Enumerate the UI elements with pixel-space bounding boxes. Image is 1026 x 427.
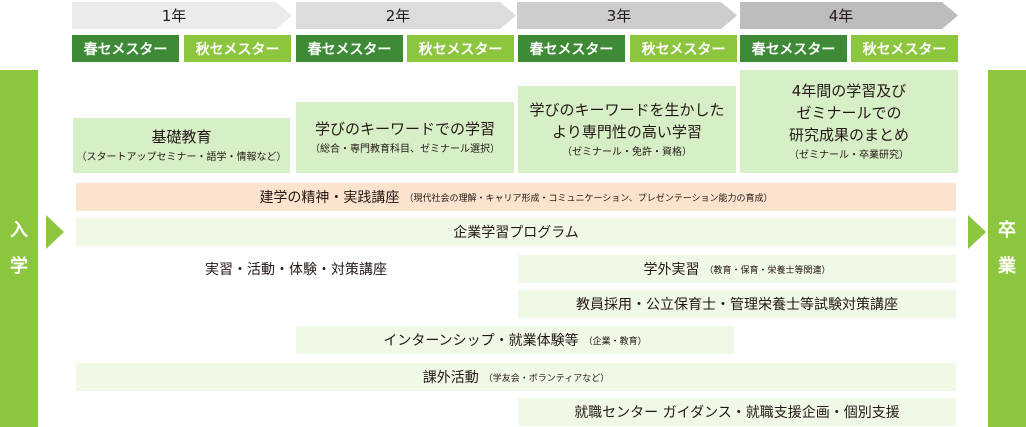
year-1-label: 1年: [161, 7, 187, 25]
internship-bar: インターンシップ・就業体験等 （企業・教育）: [296, 326, 734, 354]
stage-4-title-line-3: 研究成果のまとめ: [788, 126, 909, 144]
internship-title: インターンシップ・就業体験等: [383, 333, 579, 349]
stage-1-detail: （スタートアップセミナー・語学・情報など）: [76, 152, 287, 163]
stage-2-detail: （総合・専門教育科目、ゼミナール選択）: [310, 144, 500, 155]
graduation-char-2: 業: [998, 255, 1016, 277]
graduation-arrow-icon: [968, 215, 986, 249]
founding-spirit-course-bar: 建学の精神・実践講座 （現代社会の理解・キャリア形成・コミュニケーション、プレゼ…: [76, 183, 956, 211]
year-1-header: 1年: [72, 2, 292, 29]
year-4-label: 4年: [828, 7, 854, 25]
stage-3-detail: （ゼミナール・免許・資格）: [562, 147, 692, 158]
year1-autumn-semester: 秋セメスター: [184, 35, 291, 62]
year-3-header: 3年: [517, 2, 737, 29]
year4-spring-semester: 春セメスター: [740, 35, 847, 62]
external-practice-bar: 学外実習 （教育・保育・栄養士等関連）: [518, 255, 956, 283]
practice-activities-heading: 実習・活動・体験・対策講座: [76, 255, 516, 283]
stage-research-summary: 4年間の学習及び ゼミナールでの 研究成果のまとめ （ゼミナール・卒業研究）: [740, 70, 958, 173]
external-practice-title: 学外実習: [643, 262, 700, 278]
corporate-learning-program-bar: 企業学習プログラム: [76, 218, 956, 246]
stage-specialized-learning: 学びのキーワードを生かした より専門性の高い学習 （ゼミナール・免許・資格）: [518, 86, 736, 173]
year-3-label: 3年: [606, 7, 632, 25]
year3-autumn-semester: 秋セメスター: [630, 35, 737, 62]
extracurricular-title: 課外活動: [422, 370, 479, 386]
founding-spirit-course-detail: （現代社会の理解・キャリア形成・コミュニケーション、プレゼンテーション能力の育成…: [404, 193, 773, 204]
stage-2-title: 学びのキーワードでの学習: [314, 120, 495, 138]
year3-spring-semester: 春セメスター: [518, 35, 625, 62]
year4-autumn-semester: 秋セメスター: [851, 35, 958, 62]
corporate-learning-program-title: 企業学習プログラム: [453, 225, 579, 241]
internship-detail: （企業・教育）: [583, 336, 647, 347]
exam-prep-course-bar: 教員採用・公立保育士・管理栄養士等試験対策講座: [518, 290, 956, 318]
external-practice-detail: （教育・保育・栄養士等関連）: [704, 265, 831, 276]
stage-keyword-learning: 学びのキーワードでの学習 （総合・専門教育科目、ゼミナール選択）: [296, 102, 514, 173]
stage-1-title: 基礎教育: [151, 128, 212, 146]
year2-spring-semester: 春セメスター: [296, 35, 403, 62]
entry-bar: 入 学: [0, 70, 38, 427]
graduation-bar: 卒 業: [988, 70, 1026, 427]
practice-activities-title: 実習・活動・体験・対策講座: [205, 262, 387, 278]
graduation-char-1: 卒: [998, 219, 1016, 241]
year2-autumn-semester: 秋セメスター: [407, 35, 514, 62]
stage-4-title-line-2: ゼミナールでの: [796, 104, 902, 122]
extracurricular-bar: 課外活動 （学友会・ボランティアなど）: [76, 363, 956, 391]
year-4-header: 4年: [740, 2, 958, 29]
entry-char-2: 学: [10, 255, 28, 277]
year1-spring-semester: 春セメスター: [72, 35, 179, 62]
career-support-title: 就職センター ガイダンス・就職支援企画・個別支援: [574, 405, 900, 421]
entry-char-1: 入: [10, 219, 28, 241]
career-support-bar: 就職センター ガイダンス・就職支援企画・個別支援: [518, 398, 956, 426]
stage-3-title-line-2: より専門性の高い学習: [552, 123, 702, 141]
extracurricular-detail: （学友会・ボランティアなど）: [483, 373, 610, 384]
stage-3-title-line-1: 学びのキーワードを生かした: [529, 101, 725, 119]
stage-4-detail: （ゼミナール・卒業研究）: [789, 150, 909, 161]
founding-spirit-course-title: 建学の精神・実践講座: [259, 190, 400, 206]
exam-prep-course-title: 教員採用・公立保育士・管理栄養士等試験対策講座: [576, 297, 898, 313]
year-2-label: 2年: [385, 7, 411, 25]
year-2-header: 2年: [296, 2, 516, 29]
stage-4-title-line-1: 4年間の学習及び: [791, 82, 907, 100]
entry-arrow-icon: [46, 215, 64, 249]
stage-basic-education: 基礎教育 （スタートアップセミナー・語学・情報など）: [73, 118, 290, 173]
